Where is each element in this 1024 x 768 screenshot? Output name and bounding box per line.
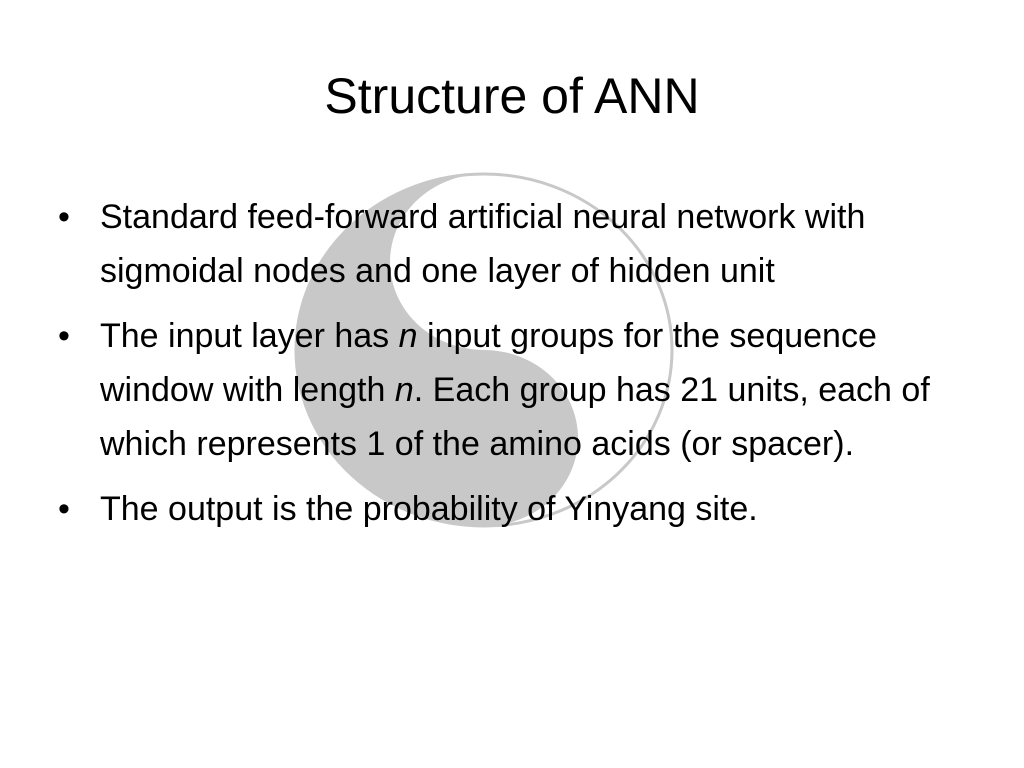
bullet-text: The output is the probability of Yinyang… [100, 490, 758, 528]
list-item: • Standard feed-forward artificial neura… [0, 190, 1024, 298]
bullet-text: The input layer has n input groups for t… [100, 309, 970, 471]
page-title: Structure of ANN [324, 68, 700, 124]
list-item: • The input layer has n input groups for… [0, 309, 1024, 471]
bullet-text-part: input groups for the sequence window wit… [100, 317, 877, 409]
bullet-list: • Standard feed-forward artificial neura… [0, 190, 1024, 547]
bullet-text-part: . Each group has 21 units, each of which… [100, 371, 930, 463]
bullet-text-part: The input layer has [100, 317, 399, 355]
bullet-marker: • [58, 490, 70, 528]
bullet-marker: • [58, 317, 70, 355]
variable-n: n [394, 371, 414, 409]
yin-yang-icon [294, 172, 674, 528]
bullet-marker: • [58, 198, 70, 236]
bullet-text: Standard feed-forward artificial neural … [100, 198, 866, 290]
list-item: • The output is the probability of Yinya… [0, 482, 1024, 536]
variable-n: n [398, 317, 418, 355]
